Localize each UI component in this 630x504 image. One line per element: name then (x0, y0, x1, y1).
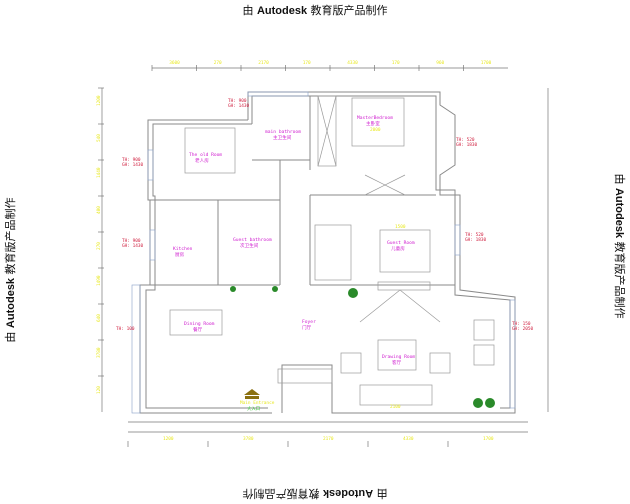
svg-text:TH: 900: TH: 900 (122, 157, 141, 163)
svg-text:1500: 1500 (395, 224, 406, 230)
wardrobe (317, 95, 337, 167)
label-guest-room: Guest Room (387, 240, 415, 246)
plant-icon (348, 288, 358, 298)
dimension-label: 270 (214, 60, 222, 66)
dimension-label: 960 (436, 60, 444, 66)
dimension-label: 4330 (347, 60, 358, 66)
dimension-label: 170 (303, 60, 311, 66)
svg-text:TH: 100: TH: 100 (116, 326, 135, 332)
dimension-label: 640 (96, 314, 102, 322)
svg-text:GH: 1430: GH: 1430 (122, 162, 144, 168)
svg-text:GH: 1830: GH: 1830 (456, 142, 478, 148)
old-room-bed (184, 127, 236, 174)
label-main-bathroom: main bathroom (265, 129, 301, 135)
furniture (169, 95, 495, 408)
label-guest-bathroom: Guest bathroom (233, 237, 272, 243)
svg-text:儿童房: 儿童房 (391, 245, 405, 252)
svg-text:厨房: 厨房 (175, 251, 185, 258)
dimension-label: 3780 (243, 436, 254, 442)
label-entrance: Main Entrance (240, 400, 275, 406)
svg-text:客厅: 客厅 (392, 359, 402, 366)
dimension-label: 2170 (323, 436, 334, 442)
dimension-label: 2170 (258, 60, 269, 66)
dimension-label: 1700 (481, 60, 492, 66)
dimension-label: 170 (392, 60, 400, 66)
svg-text:主卫生间: 主卫生间 (273, 134, 292, 141)
plant-icon (272, 286, 278, 292)
svg-text:GH: 1430: GH: 1430 (228, 103, 250, 109)
entrance-arrow-icon (244, 389, 260, 395)
svg-text:TH: 520: TH: 520 (465, 232, 484, 238)
coffee-table (377, 339, 417, 371)
svg-text:TH: 900: TH: 900 (122, 238, 141, 244)
svg-text:GH: 1430: GH: 1430 (122, 243, 144, 249)
dimension-label: 120 (96, 386, 102, 394)
svg-text:TH: 520: TH: 520 (456, 137, 475, 143)
dimension-label: 3600 (169, 60, 180, 66)
windows (131, 91, 516, 414)
shoe-cabinet (277, 368, 333, 384)
svg-text:TH: 150: TH: 150 (512, 321, 531, 327)
label-master-bedroom: MasterBedroom (357, 115, 393, 121)
guest-bed (379, 229, 431, 273)
dimension-label: 1200 (163, 436, 174, 442)
svg-text:餐厅: 餐厅 (193, 326, 203, 333)
dimension-label: 400 (96, 206, 102, 214)
window-notes: TH: 900 GH: 1430 TH: 900 GH: 1430 TH: 90… (116, 98, 534, 332)
tv-cabinet (377, 281, 431, 291)
plant-icon (473, 398, 483, 408)
dimensions-left: 1200 540 1440 400 270 1490 640 3780 120 (96, 87, 104, 394)
svg-text:老人房: 老人房 (195, 157, 209, 164)
sofa (359, 384, 433, 406)
plant-icon (485, 398, 495, 408)
label-foyer: Foyer (302, 319, 316, 325)
svg-text:门厅: 门厅 (302, 324, 312, 331)
dimension-label: 1440 (96, 167, 102, 178)
guest-wardrobe (314, 224, 352, 281)
svg-text:主卧室: 主卧室 (366, 120, 380, 127)
dimension-label: 4330 (403, 436, 414, 442)
room-labels: The old Room 老人房 main bathroom 主卫生间 Mast… (173, 115, 415, 412)
svg-text:GH: 2050: GH: 2050 (512, 326, 534, 332)
svg-text:TH: 900: TH: 900 (228, 98, 247, 104)
dimension-label: 540 (96, 134, 102, 142)
watermark-top: 由 Autodesk 教育版产品制作 (242, 4, 388, 17)
dimension-label: 3780 (96, 347, 102, 358)
dining-table (169, 309, 223, 336)
dimension-label: 1700 (483, 436, 494, 442)
plant-icon (230, 286, 236, 292)
svg-text:GH: 1830: GH: 1830 (465, 237, 487, 243)
master-bed (351, 97, 405, 147)
svg-text:2000: 2000 (370, 127, 381, 133)
label-old-room: The old Room (189, 152, 222, 158)
svg-text:2100: 2100 (390, 404, 401, 410)
dimension-label: 1490 (96, 275, 102, 286)
label-dining-room: Dining Room (184, 321, 215, 327)
dimension-label: 270 (96, 242, 102, 250)
label-kitchen: Kitchen (173, 246, 193, 252)
dimensions-bottom: 1200 3780 2170 4330 1700 (127, 436, 494, 447)
dimension-label: 1200 (96, 95, 102, 106)
label-drawing-room: Drawing Room (382, 354, 415, 360)
svg-text:大入口: 大入口 (247, 405, 260, 412)
dimensions-top: 3600 270 2170 170 4330 170 960 1700 (151, 60, 492, 71)
svg-text:次卫生间: 次卫生间 (240, 242, 259, 249)
